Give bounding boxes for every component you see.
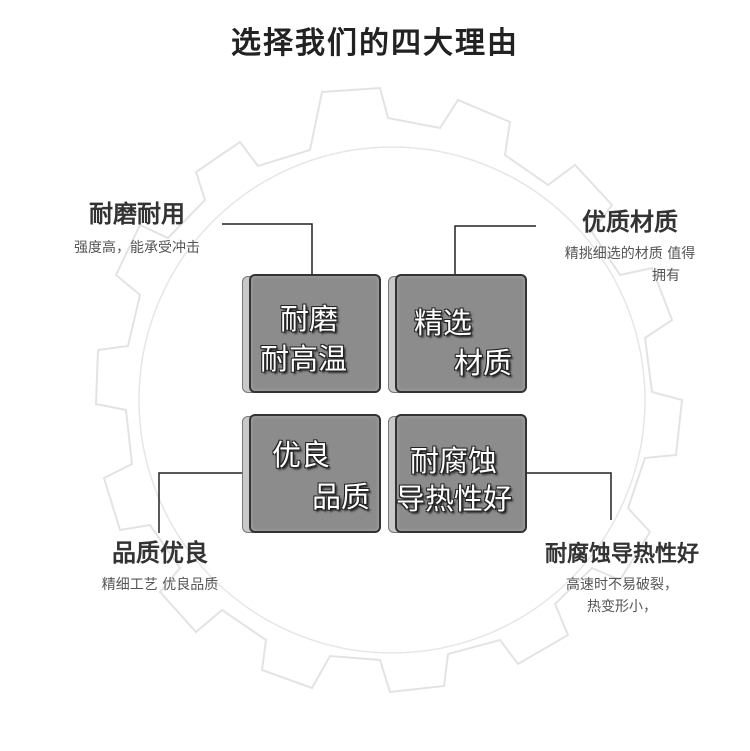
inner-circle bbox=[138, 146, 646, 654]
tile-line2: 品质 bbox=[312, 480, 371, 514]
feature-description-line2: 拥有 bbox=[652, 268, 680, 284]
tile-face bbox=[395, 414, 527, 533]
feature-quality-material: 优质材质 精挑细选的材质 值得 拥有 bbox=[530, 202, 730, 287]
feature-description-line2: 热变形小， bbox=[587, 599, 657, 615]
tile-wear-resistant: 耐磨 耐高温 bbox=[242, 274, 381, 393]
tile-line2: 耐高温 bbox=[260, 342, 348, 376]
connector-top-right bbox=[454, 225, 536, 274]
feature-description-line1: 精挑细选的材质 值得 bbox=[564, 246, 696, 262]
feature-corrosion-thermal: 耐腐蚀导热性好 高速时不易破裂， 热变形小， bbox=[524, 536, 720, 618]
feature-heading: 耐磨耐用 bbox=[89, 200, 185, 228]
connector-bottom-left bbox=[158, 472, 247, 533]
feature-description: 强度高，能承受冲击 bbox=[74, 240, 200, 256]
tile-corrosion-resistant: 耐腐蚀 导热性好 bbox=[388, 414, 527, 533]
tile-line1: 耐磨 bbox=[280, 302, 339, 336]
tile-line2: 导热性好 bbox=[396, 482, 513, 516]
feature-good-quality: 品质优良 精细工艺 优良品质 bbox=[70, 533, 250, 596]
tile-quality: 优良 品质 bbox=[242, 414, 381, 533]
tile-line1: 优良 bbox=[272, 438, 331, 472]
tile-line2: 材质 bbox=[454, 346, 513, 380]
feature-description: 精细工艺 优良品质 bbox=[101, 577, 219, 593]
page-title: 选择我们的四大理由 bbox=[231, 26, 519, 61]
tile-face bbox=[249, 274, 381, 393]
gear-outline-icon bbox=[94, 86, 684, 694]
feature-heading: 耐腐蚀导热性好 bbox=[544, 542, 699, 567]
tile-face bbox=[249, 414, 381, 533]
tile-line1: 耐腐蚀 bbox=[410, 444, 498, 478]
feature-description-line1: 高速时不易破裂， bbox=[566, 577, 678, 593]
feature-wear-durable: 耐磨耐用 强度高，能承受冲击 bbox=[52, 194, 222, 259]
tile-line1: 精选 bbox=[414, 306, 473, 340]
connector-top-left bbox=[222, 223, 313, 274]
feature-heading: 品质优良 bbox=[112, 539, 208, 567]
feature-heading: 优质材质 bbox=[582, 208, 678, 236]
connector-bottom-right bbox=[526, 472, 612, 520]
tile-face bbox=[395, 274, 527, 393]
tile-selected-material: 精选 材质 bbox=[388, 274, 527, 393]
